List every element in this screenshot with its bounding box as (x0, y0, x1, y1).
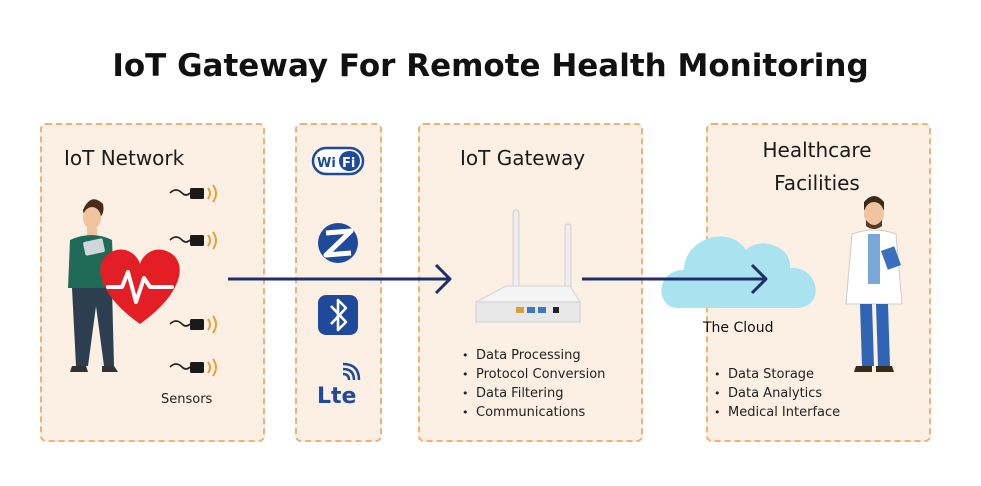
bluetooth-icon (318, 295, 358, 335)
list-item: Data Processing (462, 346, 605, 365)
sensor-icon (169, 184, 217, 203)
list-item: Data Storage (714, 365, 840, 384)
healthcare-title: Healthcare Facilities (718, 134, 916, 200)
router-icon (475, 209, 581, 323)
wifi-icon: Wi Fi (311, 146, 365, 176)
sensor-icon (169, 315, 217, 334)
connectivity-panel (295, 123, 382, 442)
gateway-function-list: Data Processing Protocol Conversion Data… (462, 346, 605, 422)
list-item: Data Filtering (462, 384, 605, 403)
healthcare-function-list: Data Storage Data Analytics Medical Inte… (714, 365, 840, 422)
lte-text: Lte (317, 384, 356, 409)
iot-network-title: IoT Network (64, 146, 185, 170)
wifi-text-2: Fi (342, 156, 355, 171)
iot-gateway-title: IoT Gateway (460, 146, 586, 170)
lte-icon: Lte (317, 362, 361, 409)
page-title: IoT Gateway For Remote Health Monitoring (112, 48, 869, 84)
cloud-label: The Cloud (703, 320, 774, 336)
list-item: Protocol Conversion (462, 365, 605, 384)
sensor-icon (169, 231, 217, 250)
heartbeat-line (106, 270, 174, 304)
flow-arrow (228, 263, 452, 295)
wifi-text-1: Wi (317, 156, 336, 171)
list-item: Data Analytics (714, 384, 840, 403)
list-item: Medical Interface (714, 403, 840, 422)
healthcare-title-line2: Facilities (774, 171, 860, 195)
doctor-figure (845, 196, 903, 372)
flow-arrow (582, 263, 768, 295)
sensor-icon (169, 358, 217, 377)
healthcare-title-line1: Healthcare (762, 138, 872, 162)
list-item: Communications (462, 403, 605, 422)
zigbee-icon (318, 223, 358, 263)
cloud-icon (661, 236, 816, 308)
sensors-label: Sensors (161, 392, 213, 407)
